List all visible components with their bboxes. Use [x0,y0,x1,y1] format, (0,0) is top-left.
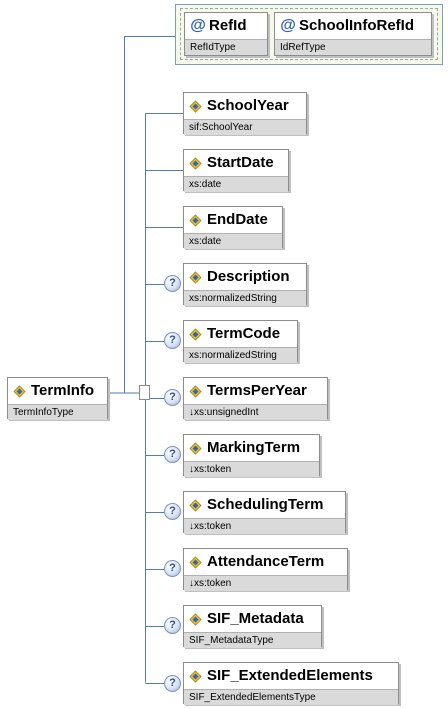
element-name: TermCode [207,325,281,342]
element-icon [189,213,202,227]
root-element-terminfo[interactable]: TermInfo TermInfoType [7,377,108,420]
element-title: TermsPerYear [184,378,327,404]
element-sif-extendedelements[interactable]: SIF_ExtendedElements SIF_ExtendedElement… [183,662,399,705]
optional-icon: ? [164,560,181,577]
element-startdate[interactable]: StartDate xs:date [183,149,289,192]
element-enddate[interactable]: EndDate xs:date [183,206,283,249]
element-icon [189,384,202,398]
element-type: sif:SchoolYear [184,119,306,135]
element-title: SIF_ExtendedElements [184,663,398,689]
element-type: ↓xs:token [184,461,319,477]
element-icon [189,555,202,569]
element-type: xs:date [184,176,288,192]
element-name: Description [207,268,290,285]
attribute-icon: @ [280,17,296,34]
element-type: SIF_MetadataType [184,632,321,648]
element-name: EndDate [207,211,268,228]
element-icon [189,99,202,113]
element-title: SchedulingTerm [184,492,345,518]
element-icon [189,498,202,512]
element-title: EndDate [184,207,282,233]
element-type: ↓xs:unsignedInt [184,404,327,420]
optional-icon: ? [164,503,181,520]
attribute-type: RefIdType [185,39,267,55]
element-title: TermCode [184,321,297,347]
element-sif-metadata[interactable]: SIF_Metadata SIF_MetadataType [183,605,322,648]
element-type: xs:date [184,233,282,249]
element-title: SIF_Metadata [184,606,321,632]
optional-icon: ? [164,617,181,634]
attribute-name: RefId [209,17,247,34]
element-icon [189,156,202,170]
optional-icon: ? [164,275,181,292]
element-type: xs:normalizedString [184,290,306,306]
element-schedulingterm[interactable]: SchedulingTerm ↓xs:token [183,491,346,534]
element-name: TermsPerYear [207,382,307,399]
element-title: AttendanceTerm [184,549,347,575]
optional-icon: ? [164,389,181,406]
element-name: SchedulingTerm [207,496,324,513]
element-termsperyear[interactable]: TermsPerYear ↓xs:unsignedInt [183,377,328,420]
attribute-group-border [180,8,438,60]
element-description[interactable]: Description xs:normalizedString [183,263,307,306]
element-type: SIF_ExtendedElementsType [184,689,398,705]
element-type: xs:normalizedString [184,347,297,363]
sequence-connector[interactable] [139,385,150,400]
element-attendanceterm[interactable]: AttendanceTerm ↓xs:token [183,548,348,591]
element-icon [13,384,26,398]
element-icon [189,669,202,683]
optional-icon: ? [164,332,181,349]
element-name: AttendanceTerm [207,553,325,570]
element-icon [189,327,202,341]
element-title: TermInfo [8,378,107,404]
element-icon [189,441,202,455]
attribute-type: IdRefType [275,39,431,55]
optional-icon: ? [164,675,181,692]
element-name: TermInfo [31,382,95,399]
element-title: StartDate [184,150,288,176]
element-name: SIF_Metadata [207,610,304,627]
attribute-name: SchoolInfoRefId [299,17,414,34]
optional-icon: ? [164,446,181,463]
element-type: ↓xs:token [184,575,347,591]
element-name: SIF_ExtendedElements [207,667,373,684]
element-termcode[interactable]: TermCode xs:normalizedString [183,320,298,363]
attribute-schoolinforefid[interactable]: @ SchoolInfoRefId IdRefType [274,12,432,56]
attribute-refid[interactable]: @ RefId RefIdType [184,12,268,56]
attribute-title: @ RefId [185,13,267,39]
element-icon [189,270,202,284]
element-name: MarkingTerm [207,439,301,456]
element-icon [189,612,202,626]
element-name: SchoolYear [207,97,289,114]
element-name: StartDate [207,154,274,171]
element-type: TermInfoType [8,404,107,420]
element-schoolyear[interactable]: SchoolYear sif:SchoolYear [183,92,307,135]
element-title: Description [184,264,306,290]
attribute-title: @ SchoolInfoRefId [275,13,431,39]
attribute-icon: @ [190,17,206,34]
element-title: MarkingTerm [184,435,319,461]
element-markingterm[interactable]: MarkingTerm ↓xs:token [183,434,320,477]
element-title: SchoolYear [184,93,306,119]
element-type: ↓xs:token [184,518,345,534]
